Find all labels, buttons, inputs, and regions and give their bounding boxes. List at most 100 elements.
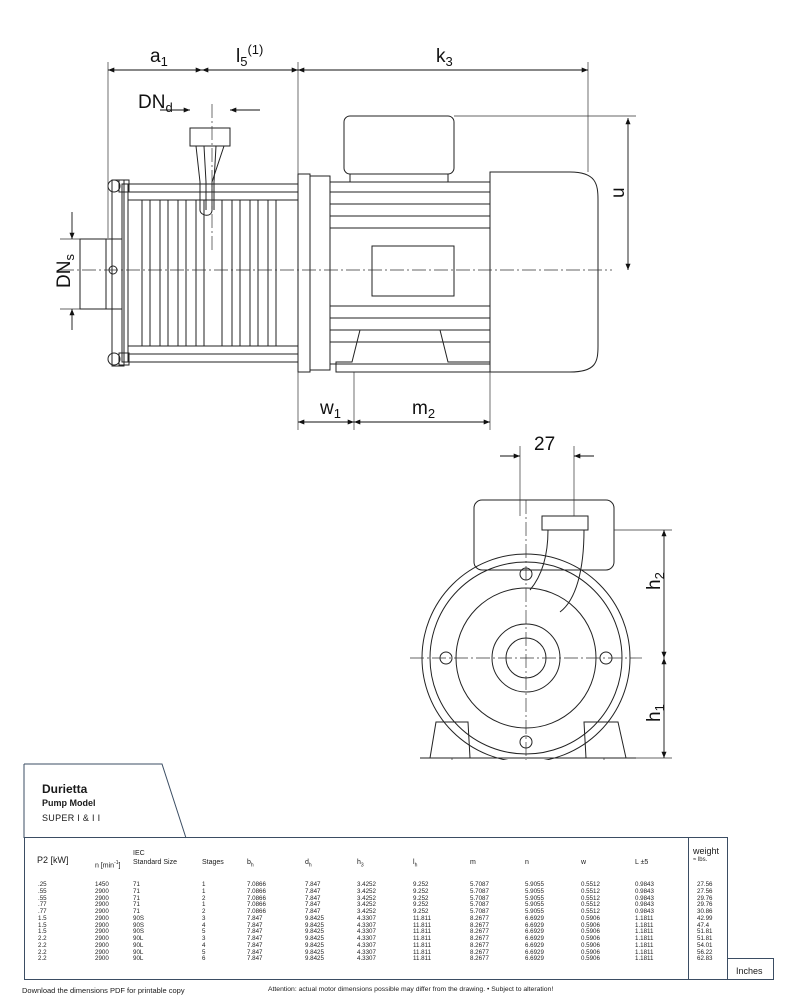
front-terminal-box bbox=[473, 499, 615, 571]
label-k3: k3 bbox=[436, 46, 453, 69]
table-cell: 7.0866 bbox=[247, 901, 266, 909]
table-cell: 5.7087 bbox=[470, 908, 489, 915]
table-cell: 7.0866 bbox=[247, 881, 266, 888]
table-cell: 6.6929 bbox=[525, 935, 544, 942]
download-pdf-link[interactable]: Download the dimensions PDF for printabl… bbox=[22, 986, 185, 995]
table-cell: 56.22 bbox=[697, 948, 713, 956]
table-cell: 7.847 bbox=[305, 901, 321, 909]
header-stages: Stages bbox=[202, 859, 224, 866]
table-cell: 0.5906 bbox=[581, 928, 600, 936]
table-cell: 2900 bbox=[95, 955, 109, 963]
table-cell: .55 bbox=[38, 887, 47, 895]
table-cell: 5.9055 bbox=[525, 881, 544, 888]
table-cell: 90S bbox=[133, 921, 145, 929]
table-cell: 71 bbox=[133, 894, 140, 902]
table-cell: .25 bbox=[38, 881, 47, 888]
motor-feet bbox=[335, 329, 491, 373]
table-cell: 90S bbox=[133, 914, 145, 922]
table-cell: 9.8425 bbox=[305, 928, 324, 936]
header-bh: bh bbox=[247, 859, 254, 869]
table-cell: 1450 bbox=[95, 881, 109, 888]
table-cell: 8.2677 bbox=[470, 941, 489, 949]
table-cell: 7.847 bbox=[247, 921, 263, 929]
table-cell: 2 bbox=[202, 908, 206, 915]
tie-rod-head-top bbox=[107, 179, 121, 193]
table-cell: 0.5906 bbox=[581, 914, 600, 922]
table-cell: 1 bbox=[202, 901, 206, 909]
table-cell: 11.811 bbox=[413, 941, 432, 949]
table-cell: 0.9843 bbox=[635, 901, 654, 909]
table-cell: 8.2677 bbox=[470, 955, 489, 963]
table-cell: 11.811 bbox=[413, 914, 432, 922]
label-l5: l5(1) bbox=[236, 42, 263, 69]
label-h2: h2 bbox=[644, 572, 667, 590]
table-cell: 2900 bbox=[95, 921, 109, 929]
table-cell: 11.811 bbox=[413, 935, 432, 942]
table-cell: 71 bbox=[133, 881, 140, 888]
table-cell: 90L bbox=[133, 941, 144, 949]
table-cell: 5 bbox=[202, 948, 206, 956]
table-cell: 7.847 bbox=[247, 941, 263, 949]
table-cell: 4.3307 bbox=[357, 921, 376, 929]
table-cell: 7.847 bbox=[247, 948, 263, 956]
table-cell: 4.3307 bbox=[357, 941, 376, 949]
label-a1: a1 bbox=[150, 46, 168, 69]
table-cell: 11.811 bbox=[413, 928, 432, 936]
table-cell: 54.01 bbox=[697, 941, 713, 949]
table-cell: 4.3307 bbox=[357, 914, 376, 922]
table-cell: 3.4252 bbox=[357, 894, 376, 902]
table-cell: .77 bbox=[38, 901, 47, 909]
table-cell: 9.252 bbox=[413, 908, 429, 915]
table-cell: 2900 bbox=[95, 941, 109, 949]
table-cell: 0.5512 bbox=[581, 908, 600, 915]
table-cell: 3.4252 bbox=[357, 901, 376, 909]
table-cell: 7.0866 bbox=[247, 908, 266, 915]
table-cell: 9.8425 bbox=[305, 935, 324, 942]
front-discharge-flange bbox=[541, 515, 589, 531]
table-cell: 1.5 bbox=[38, 914, 47, 922]
table-cell: 5.7087 bbox=[470, 901, 489, 909]
table-cell: 2900 bbox=[95, 894, 109, 902]
table-cell: 11.811 bbox=[413, 921, 432, 929]
table-cell: 7.847 bbox=[305, 881, 321, 888]
table-cell: 11.811 bbox=[413, 955, 432, 963]
table-cell: 1 bbox=[202, 887, 206, 895]
table-cell: 5 bbox=[202, 928, 206, 936]
table-cell: 29.76 bbox=[697, 901, 713, 909]
header-weight: weight≈ lbs. bbox=[693, 846, 720, 864]
table-cell: 0.5906 bbox=[581, 955, 600, 963]
table-cell: 1.1811 bbox=[635, 941, 654, 949]
suction-port bbox=[79, 238, 123, 310]
table-cell: 0.5512 bbox=[581, 901, 600, 909]
table-cell: 0.5906 bbox=[581, 921, 600, 929]
table-cell: 9.8425 bbox=[305, 914, 324, 922]
header-h3: h3 bbox=[357, 859, 364, 869]
table-cell: 9.252 bbox=[413, 881, 429, 888]
table-cell: 6.6929 bbox=[525, 941, 544, 949]
table-cell: 1.1811 bbox=[635, 928, 654, 936]
table-cell: 4.3307 bbox=[357, 948, 376, 956]
table-cell: 7.847 bbox=[305, 908, 321, 915]
table-cell: 3.4252 bbox=[357, 881, 376, 888]
table-cell: 2900 bbox=[95, 908, 109, 915]
table-cell: 9.252 bbox=[413, 894, 429, 902]
attention-note: Attention: actual motor dimensions possi… bbox=[268, 986, 554, 993]
table-cell: 9.8425 bbox=[305, 948, 324, 956]
label-w1: w1 bbox=[319, 398, 341, 421]
table-cell: 6 bbox=[202, 955, 206, 963]
table-cell: 7.847 bbox=[247, 914, 263, 922]
header-m: m bbox=[470, 859, 476, 866]
table-cell: 9.8425 bbox=[305, 941, 324, 949]
table-cell: 7.847 bbox=[305, 894, 321, 902]
table-cell: 7.847 bbox=[247, 928, 263, 936]
header-w: w bbox=[581, 859, 587, 866]
table-cell: 1.1811 bbox=[635, 935, 654, 942]
header-p2: P2 [kW] bbox=[37, 855, 69, 865]
table-cell: 0.5906 bbox=[581, 948, 600, 956]
table-cell: 51.81 bbox=[697, 928, 713, 936]
